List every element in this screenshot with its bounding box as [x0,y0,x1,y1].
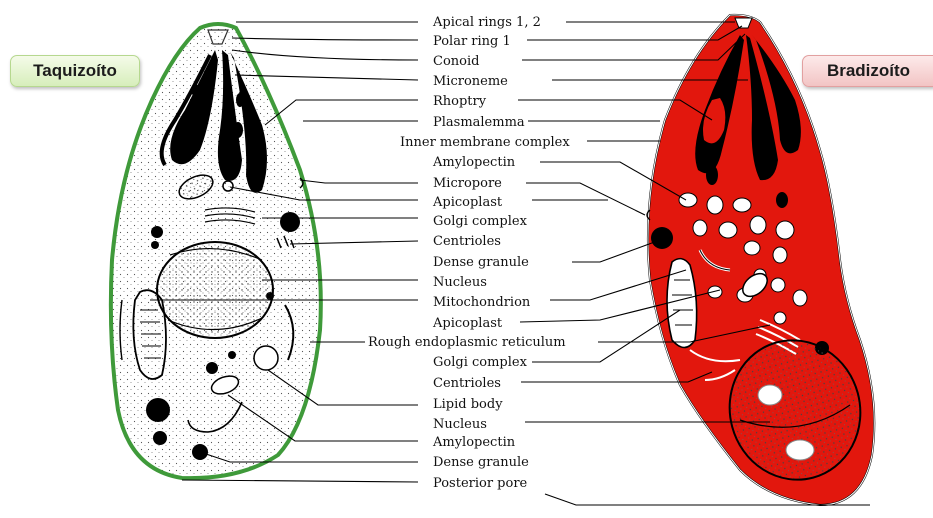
organelle-label: Polar ring 1 [433,34,511,49]
organelle-label: Dense granule [433,455,529,470]
organelle-label: Lipid body [433,397,503,412]
organelle-label: Nucleus [433,417,487,432]
bradyzoite-title-badge: Bradizoíto [802,55,933,87]
organelle-label: Apicoplast [432,195,503,210]
organelle-label: Golgi complex [433,214,528,229]
organelle-label: Inner membrane complex [400,135,570,150]
organelle-label: Posterior pore [433,476,528,491]
organelle-label: Mitochondrion [433,295,531,310]
organelle-label: Nucleus [433,275,487,290]
tachyzoite-title-badge: Taquizoíto [10,55,140,87]
organelle-label: Microneme [433,74,508,89]
organelle-label: Centrioles [433,234,501,249]
organelle-label: Apicoplast [432,316,503,331]
organelle-label: Amylopectin [432,435,516,450]
organelle-label: Golgi complex [433,355,528,370]
organelle-label: Plasmalemma [433,115,525,130]
organelle-label: Rhoptry [433,94,487,109]
bradyzoite-cell [647,15,876,505]
organelle-label: Amylopectin [432,155,516,170]
organelle-label: Dense granule [433,255,529,270]
organelle-label: Conoid [433,54,479,69]
organelle-label: Apical rings 1, 2 [432,15,541,30]
organelle-label: Centrioles [433,376,501,391]
label-group: Apical rings 1, 2 Polar ring 1 ConoidMicro… [368,15,570,491]
tachyzoite-cell [111,24,321,478]
organelle-label: Rough endoplasmic reticulum [368,335,566,350]
organelle-label: Micropore [433,176,502,191]
tachyzoite-nucleus [157,242,273,338]
